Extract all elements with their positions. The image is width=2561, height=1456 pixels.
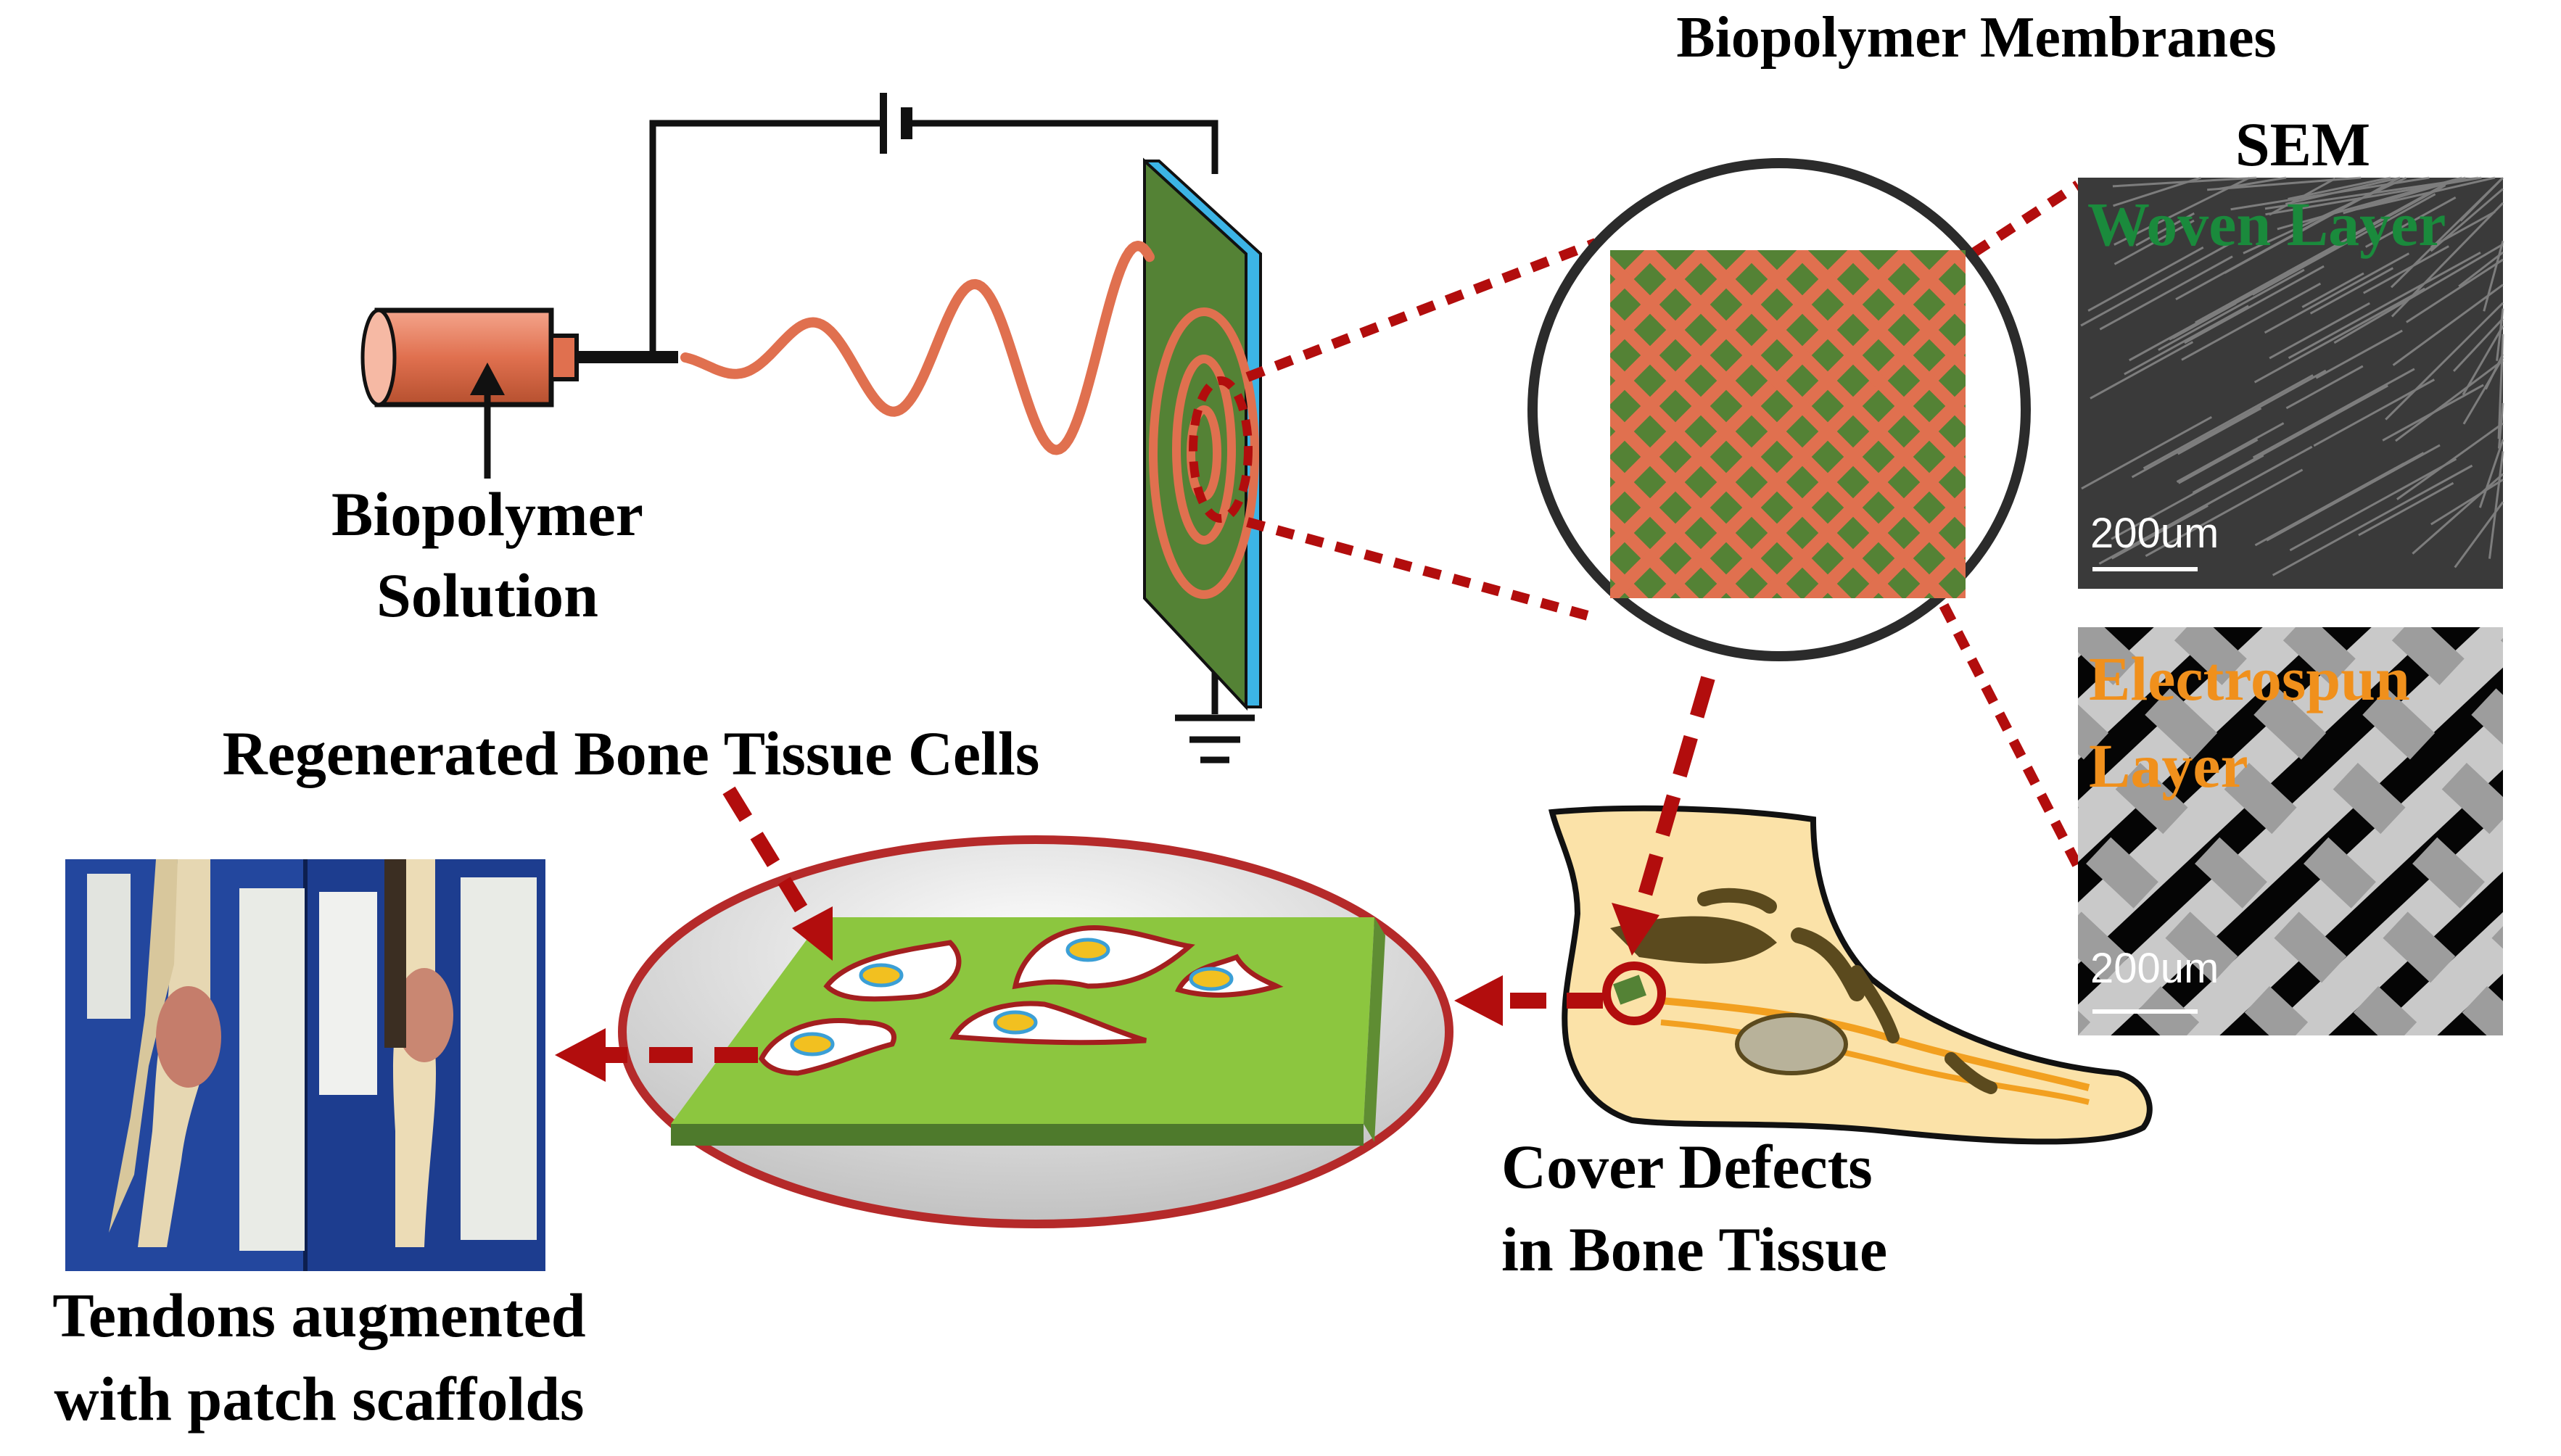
arrow-foot-to-dish: [1454, 975, 1603, 1026]
electrospun-label-1: Electrospun: [2089, 644, 2410, 713]
ground-icon: [1175, 714, 1255, 764]
cell-nucleus: [859, 963, 904, 988]
polymer-jet: [680, 241, 1155, 455]
defect-marker: [1602, 961, 1666, 1025]
sem-header: SEM: [2235, 109, 2370, 179]
scale-bar-bottom: 200um: [2090, 945, 2219, 992]
cover-defects-label-1: Cover Defects: [1501, 1132, 1873, 1201]
circuit-wires: [649, 120, 1218, 714]
syringe-icon: [360, 307, 678, 408]
tendons-label-1: Tendons augmented: [52, 1281, 585, 1350]
cell-nucleus: [790, 1032, 835, 1056]
battery-icon: [880, 93, 912, 154]
cell-nucleus: [1189, 967, 1234, 991]
woven-layer-label: Woven Layer: [2087, 189, 2446, 259]
bone-cells: [758, 925, 1284, 1076]
sem-image-woven: [2078, 176, 2504, 589]
electrospun-label-2: Layer: [2089, 731, 2248, 801]
scale-bar-top: 200um: [2090, 510, 2219, 557]
tendons-label-2: with patch scaffolds: [54, 1364, 584, 1434]
arrow-up-icon: [470, 363, 505, 479]
sem-image-electrospun: [2078, 627, 2503, 1035]
biopolymer-solution-label-2: Solution: [376, 561, 598, 630]
regenerated-cells-label: Regenerated Bone Tissue Cells: [223, 719, 1040, 788]
cell-nucleus: [993, 1010, 1038, 1035]
foot-bone-illustration: [1548, 805, 2153, 1145]
cell-nucleus: [1065, 938, 1110, 962]
arrow-dish-to-tendons: [555, 1028, 758, 1082]
tendon-photo: [65, 859, 545, 1271]
arrow-label-to-cells: [722, 786, 833, 961]
arrow-membrane-to-foot: [1612, 676, 1715, 956]
cover-defects-label-2: in Bone Tissue: [1501, 1215, 1887, 1284]
membrane-mesh: [1610, 250, 1966, 598]
title-biopolymer-membranes: Biopolymer Membranes: [1676, 6, 2276, 70]
zoom-marker: [1189, 376, 1253, 523]
fiber-spiral: [1149, 307, 1259, 599]
biopolymer-solution-label-1: Biopolymer: [331, 479, 643, 549]
